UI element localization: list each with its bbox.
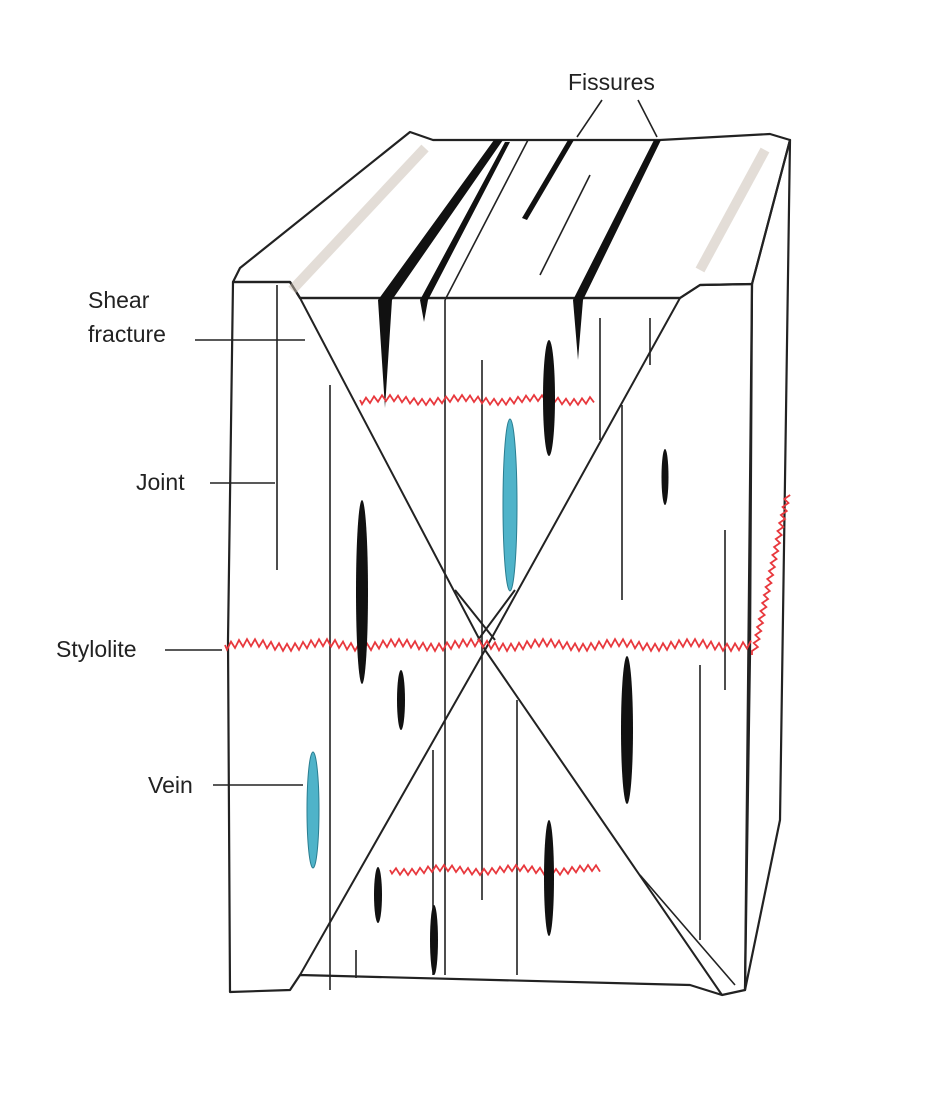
block-top-face (231, 130, 792, 300)
block-right-face (743, 138, 792, 992)
label-shear-fracture-2: fracture (88, 321, 166, 347)
top-edge-shading-right (695, 147, 770, 273)
vein-upper (502, 418, 518, 592)
leader-lines (165, 99, 658, 786)
stylolite-upper (359, 393, 595, 407)
label-stylolite: Stylolite (56, 636, 137, 662)
stylolite-lower (389, 863, 601, 877)
shear-fractures (299, 297, 723, 996)
label-shear-fracture-1: Shear (88, 287, 150, 313)
fissures (378, 140, 661, 408)
joints (276, 139, 736, 990)
label-joint: Joint (136, 469, 185, 495)
block-front-face (226, 280, 754, 997)
stylolite-side (751, 494, 791, 655)
stylolite-middle (224, 637, 752, 653)
label-fissures: Fissures (568, 69, 655, 95)
veins (306, 418, 518, 869)
vein-lower (306, 751, 320, 869)
open-fracture-lenses (356, 340, 669, 975)
label-vein: Vein (148, 772, 193, 798)
top-edge-shading-left (288, 144, 429, 294)
stylolites (224, 393, 791, 877)
